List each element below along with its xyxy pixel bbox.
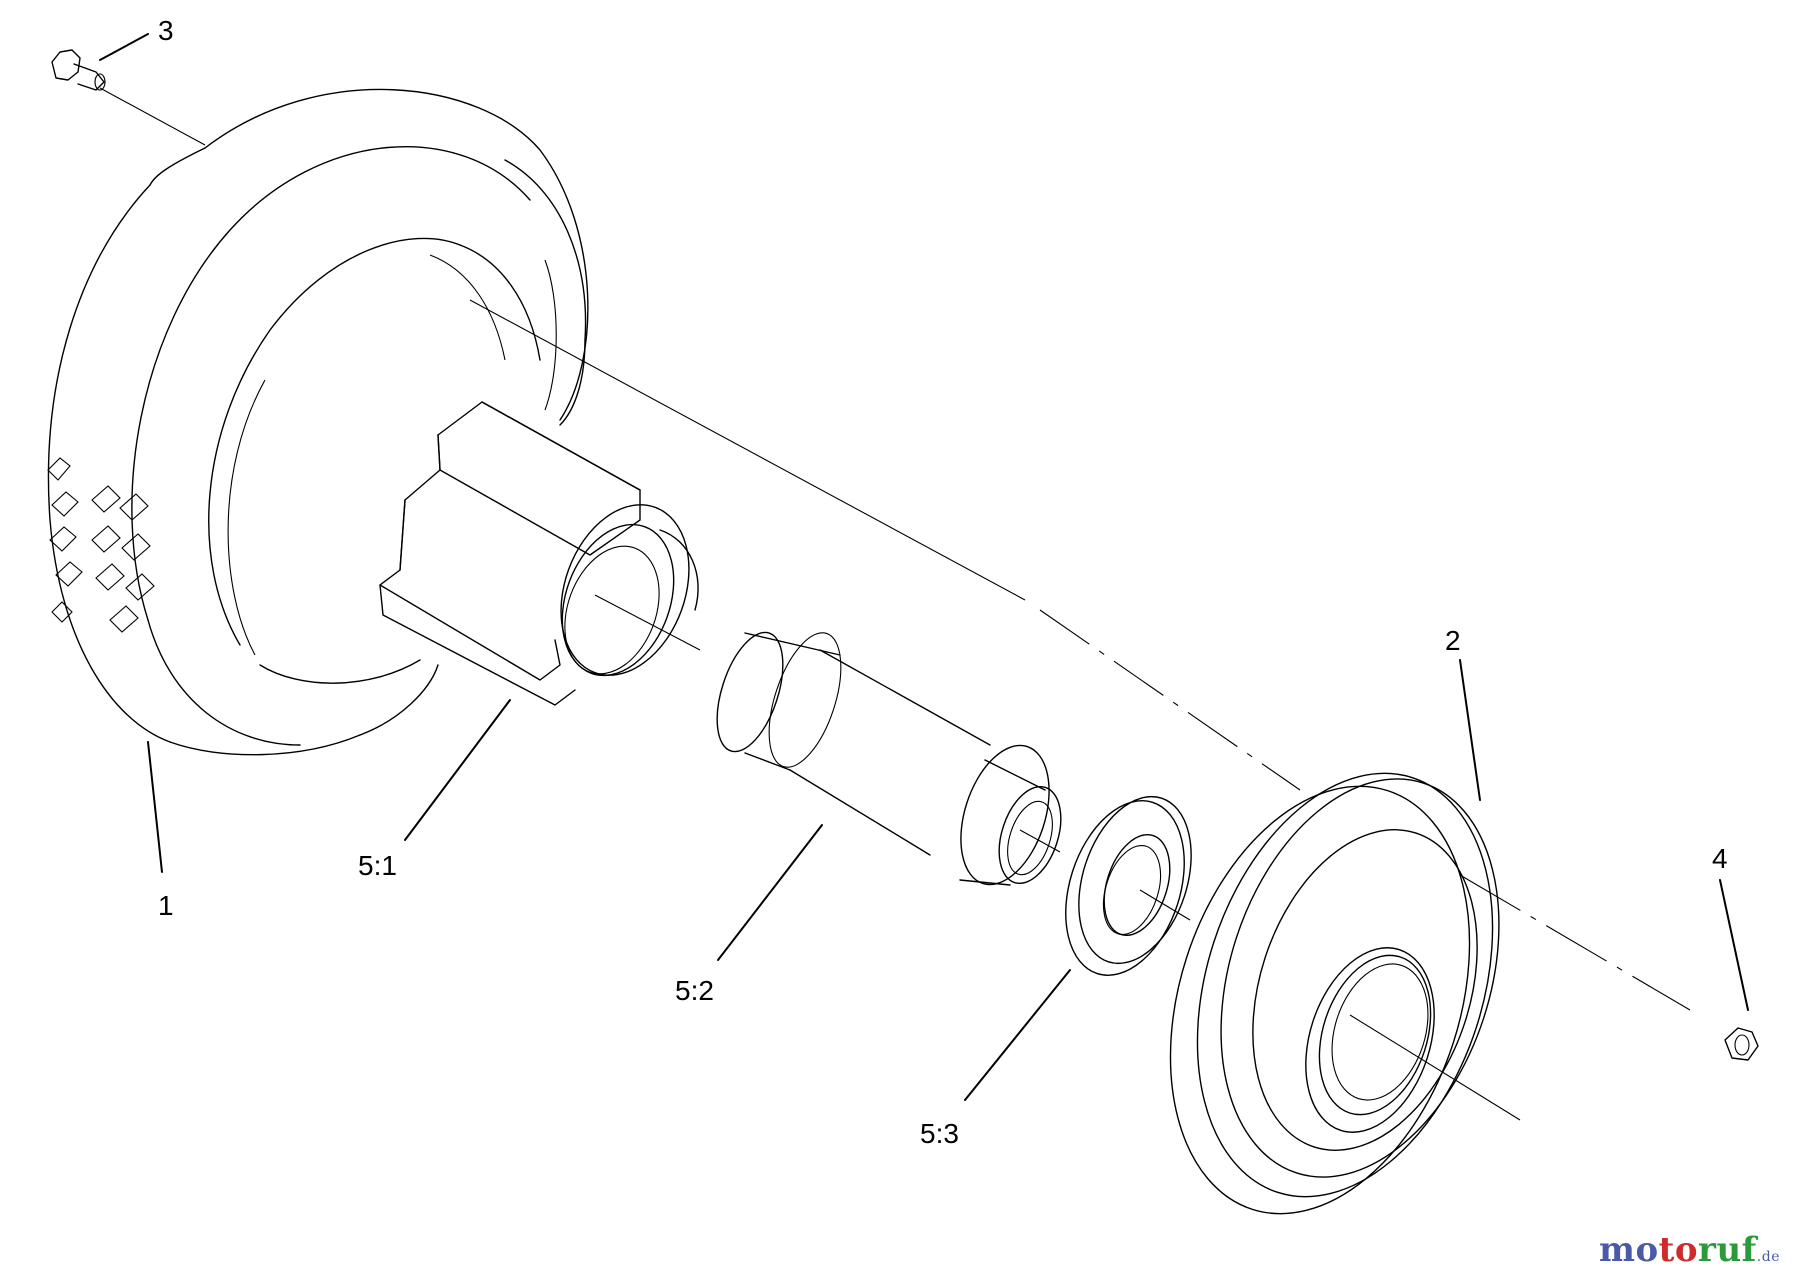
leader-lines (99, 33, 1749, 1101)
callout-hub: 5:1 (358, 850, 397, 881)
callout-bolt: 3 (158, 15, 174, 46)
nut-icon (1724, 1027, 1759, 1061)
tire-icon (47, 88, 589, 756)
watermark-logo: motoruf.de (1599, 1230, 1780, 1270)
watermark-part3: ruf (1698, 1230, 1757, 1270)
callout-bearing-ring: 5:3 (920, 1118, 959, 1149)
wheel-half-icon (1169, 772, 1521, 1215)
hub-icon (379, 401, 701, 706)
tread-pattern (47, 457, 155, 633)
watermark-part1: mo (1598, 1230, 1659, 1270)
callout-axle-spacer: 5:2 (675, 975, 714, 1006)
bearing-ring-icon (1065, 795, 1192, 976)
callout-wheel-half: 2 (1445, 625, 1461, 656)
watermark-part2: to (1658, 1230, 1699, 1270)
callout-nut: 4 (1712, 843, 1728, 874)
center-axis (99, 87, 1691, 1011)
axle-spacer-icon (716, 631, 1062, 886)
bolt-icon (51, 49, 106, 91)
callout-tire: 1 (158, 890, 174, 921)
watermark-tld: .de (1756, 1249, 1780, 1265)
callout-labels: 3 1 5:1 5:2 5:3 2 4 (158, 15, 1728, 1149)
